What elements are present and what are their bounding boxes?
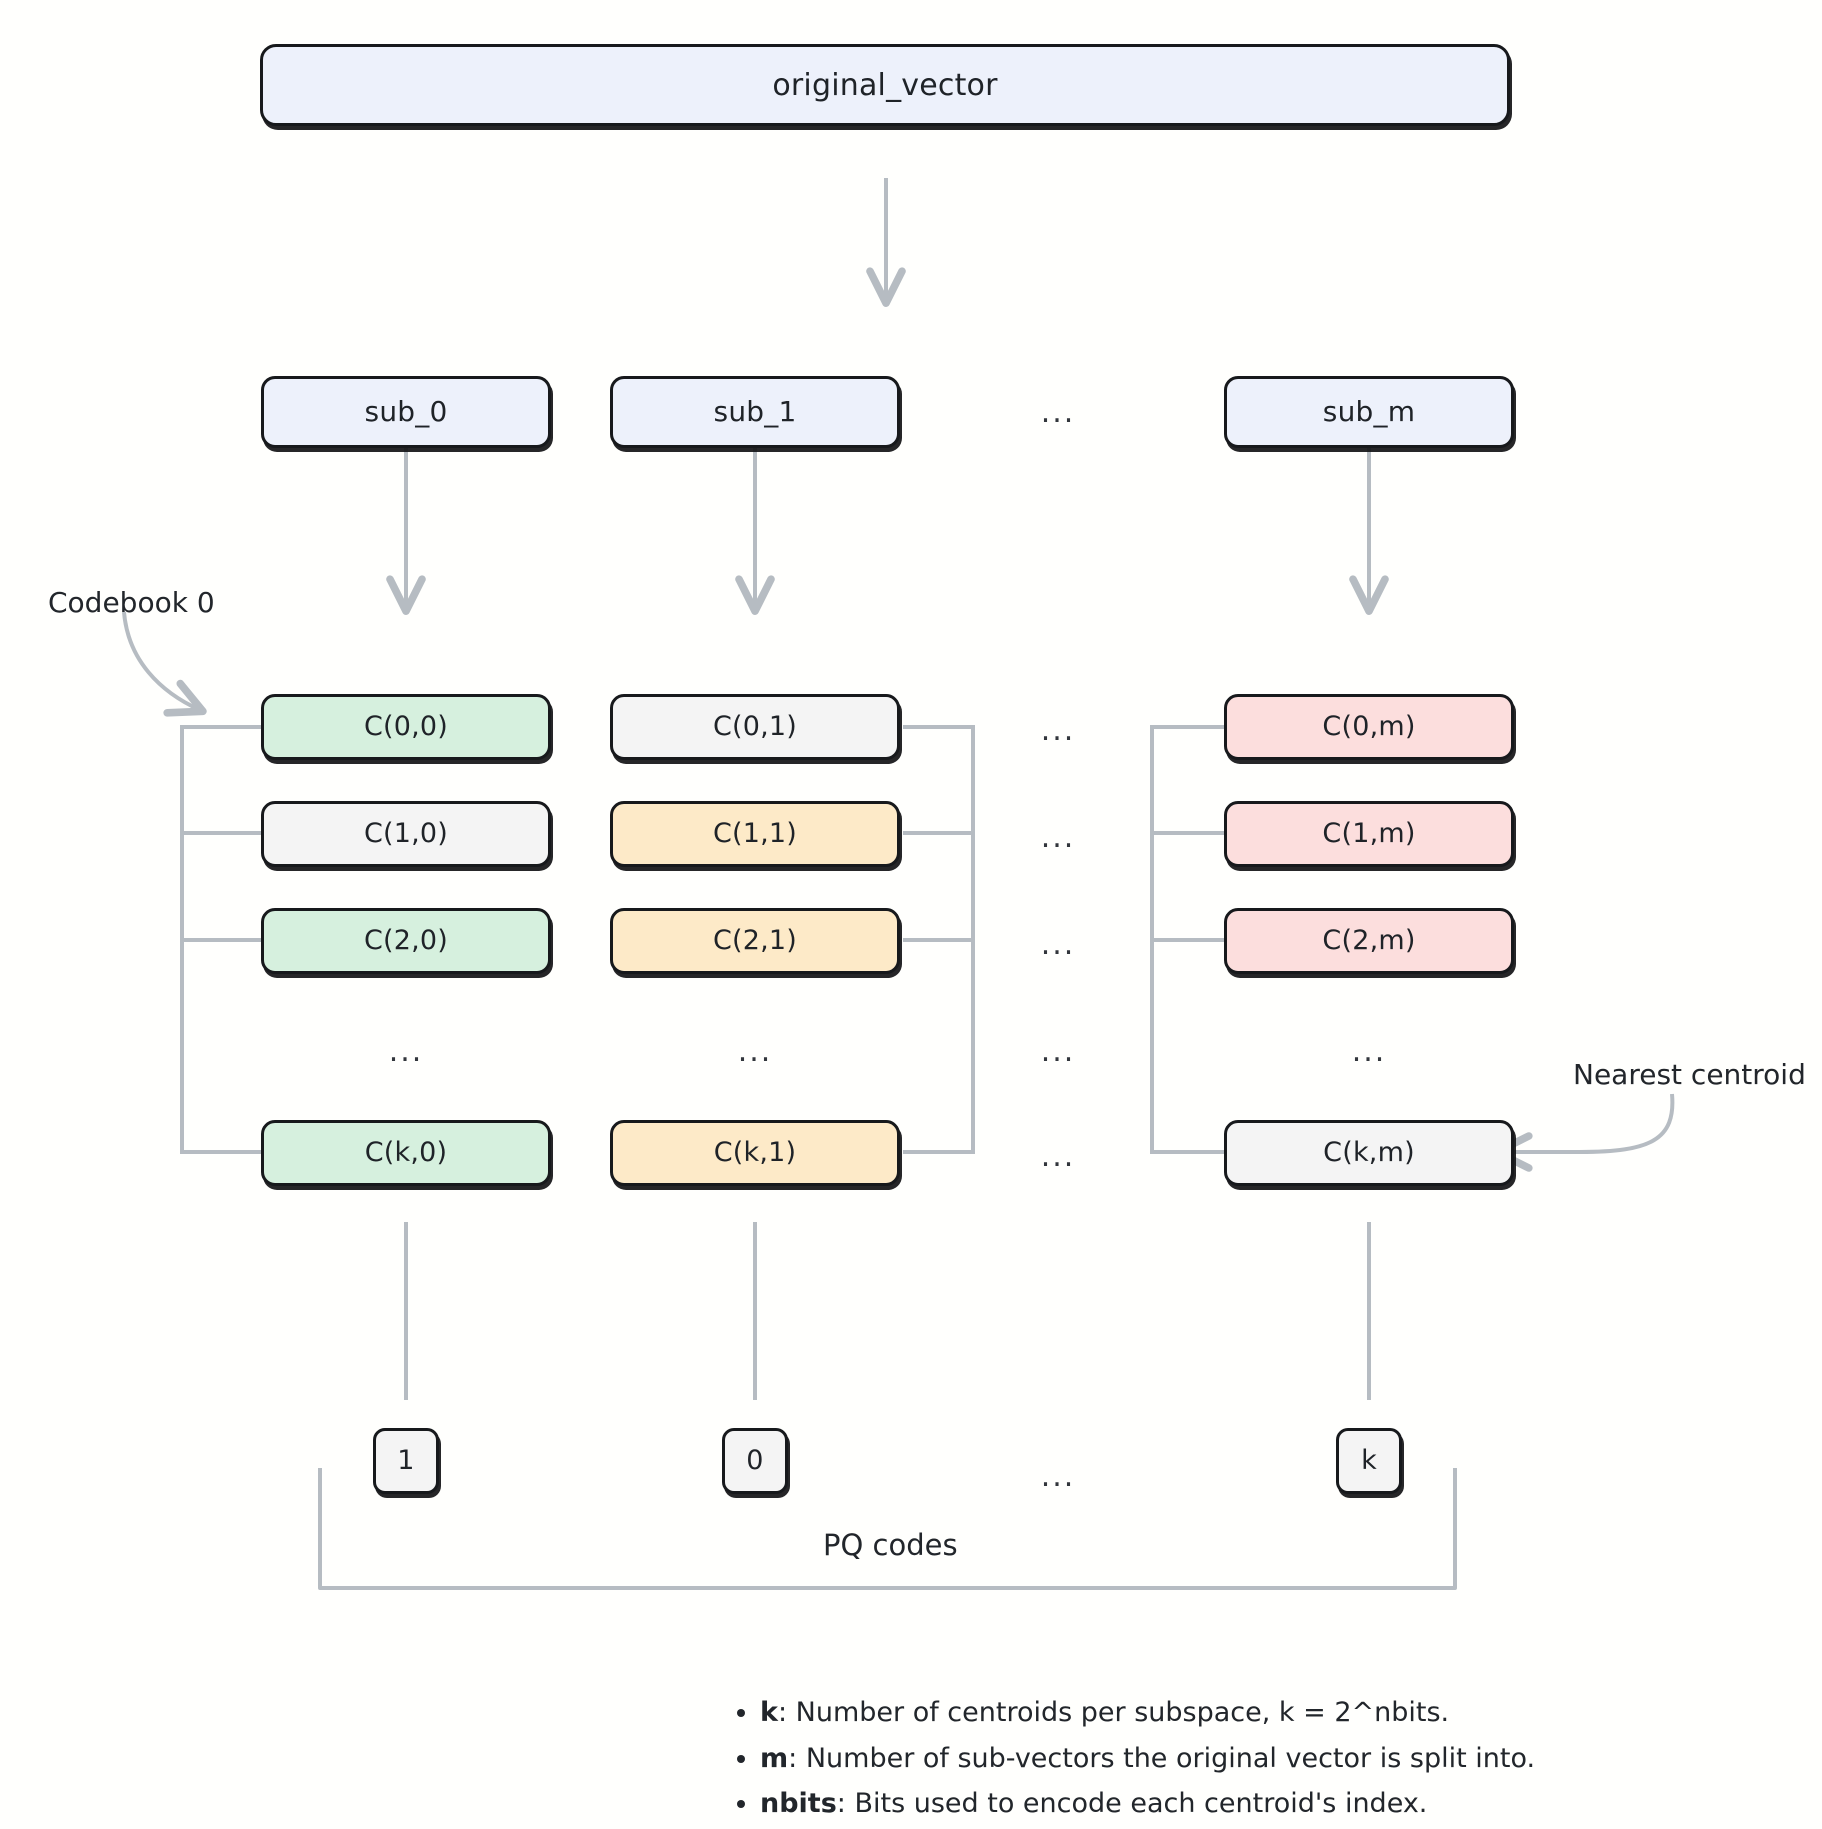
legend-item-m: m: Number of sub-vectors the original ve… [760, 1738, 1608, 1781]
pq-code-box-m[interactable]: k [1336, 1428, 1402, 1494]
codebook-1-cell-1[interactable]: C(1,1) [610, 801, 900, 867]
codebook-m-cell-k[interactable]: C(k,m) [1224, 1120, 1514, 1186]
codebook-m-cell-dots: ... [1351, 1034, 1387, 1069]
legend-item-k: k: Number of centroids per subspace, k =… [760, 1692, 1608, 1735]
codebook-gap-dots-row-1: ... [1040, 820, 1076, 855]
bracket-codebook-0 [180, 725, 262, 1154]
codebook-m-cell-1[interactable]: C(1,m) [1224, 801, 1514, 867]
legend-term-k: k [760, 1697, 778, 1728]
legend-term-nbits: nbits [760, 1788, 837, 1820]
codebook-1-cell-0[interactable]: C(0,1) [610, 694, 900, 760]
sub-vector-node-0[interactable]: sub_0 [261, 376, 551, 448]
pq-code-gap-dots: ... [1040, 1459, 1076, 1494]
legend-text-k: Number of centroids per subspace, k = 2^… [795, 1697, 1450, 1728]
pointer-nearest-centroid [1492, 1093, 1675, 1172]
legend-text-nbits: Bits used to encode each centroid's inde… [854, 1788, 1428, 1820]
legend-sep-m: : [788, 1742, 806, 1774]
codebook-0-cell-0[interactable]: C(0,0) [261, 694, 551, 760]
bracket-codebook-1 [903, 725, 975, 1154]
sub-vector-node-1[interactable]: sub_1 [610, 376, 900, 448]
codebook-0-cell-1[interactable]: C(1,0) [261, 801, 551, 867]
codebook-m-cell-0[interactable]: C(0,m) [1224, 694, 1514, 760]
codebook-gap-dots-row-0: ... [1040, 713, 1076, 748]
codebook-m-cell-2[interactable]: C(2,m) [1224, 908, 1514, 974]
legend-sep-nbits: : [836, 1788, 855, 1820]
codebook-1-cell-2[interactable]: C(2,1) [610, 908, 900, 974]
codebook-gap-dots-row-k: ... [1040, 1139, 1076, 1174]
pq-code-box-0[interactable]: 1 [373, 1428, 439, 1494]
sub-vector-node-m[interactable]: sub_m [1224, 376, 1514, 448]
bracket-codebook-m [1150, 725, 1224, 1154]
pointer-codebook-0 [122, 611, 207, 717]
codebook-gap-dots-row-ellipsis: ... [1040, 1034, 1076, 1069]
sub-vector-gap-dots: ... [1040, 395, 1076, 430]
legend-item-nbits: nbits: Bits used to encode each centroid… [760, 1783, 1608, 1826]
codebook-gap-dots-row-2: ... [1040, 927, 1076, 962]
codebook-0-cell-k[interactable]: C(k,0) [261, 1120, 551, 1186]
annotation-codebook-0: Codebook 0 [48, 586, 215, 619]
annotation-nearest-centroid: Nearest centroid [1573, 1058, 1806, 1091]
legend-term-m: m [760, 1742, 789, 1774]
codebook-1-cell-k[interactable]: C(k,1) [610, 1120, 900, 1186]
codebook-0-cell-2[interactable]: C(2,0) [261, 908, 551, 974]
legend-text-m: Number of sub-vectors the original vecto… [805, 1742, 1536, 1774]
pq-code-box-1[interactable]: 0 [722, 1428, 788, 1494]
pq-codes-label: PQ codes [823, 1528, 958, 1562]
codebook-1-cell-dots: ... [737, 1034, 773, 1069]
legend-sep-k: : [777, 1697, 796, 1728]
original-vector-node[interactable]: original_vector [260, 44, 1510, 126]
codebook-0-cell-dots: ... [388, 1034, 424, 1069]
legend-list: k: Number of centroids per subspace, k =… [728, 1692, 1608, 1829]
